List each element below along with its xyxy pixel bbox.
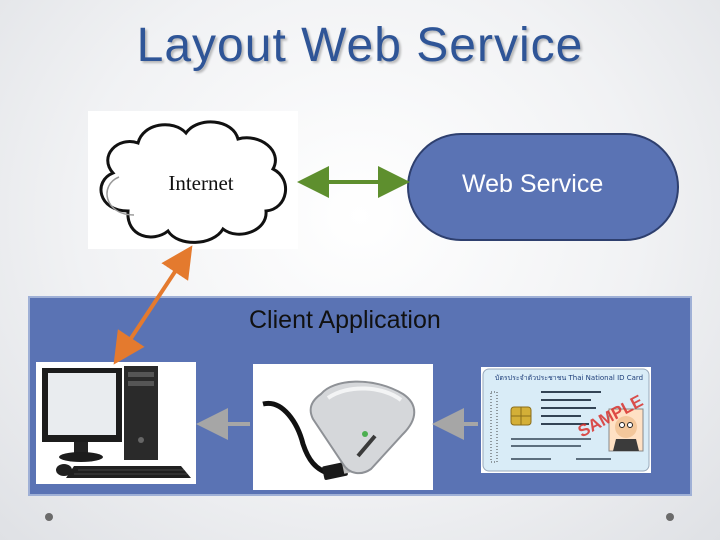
slide-title: Layout Web Service (136, 19, 584, 72)
cloud-icon: Internet (99, 120, 288, 244)
desktop-computer-icon (42, 366, 191, 478)
web-service-box (407, 133, 679, 241)
smart-card-reader-icon (262, 380, 416, 480)
card-reader-image (253, 364, 433, 490)
client-application-label: Client Application (249, 306, 441, 334)
footer-dot-right (666, 513, 674, 521)
id-card-image: บัตรประจำตัวประชาชน Thai National ID Car… (481, 367, 651, 473)
footer-dot-left (45, 513, 53, 521)
cloud-label: Internet (168, 171, 233, 195)
internet-cloud: Internet (88, 111, 298, 249)
id-card-header: บัตรประจำตัวประชาชน Thai National ID Car… (495, 374, 643, 382)
thai-id-card-icon: บัตรประจำตัวประชาชน Thai National ID Car… (482, 368, 650, 472)
internet-computer-arrow (113, 245, 193, 365)
web-service-label: Web Service (462, 170, 604, 198)
desktop-computer-image (36, 362, 196, 484)
